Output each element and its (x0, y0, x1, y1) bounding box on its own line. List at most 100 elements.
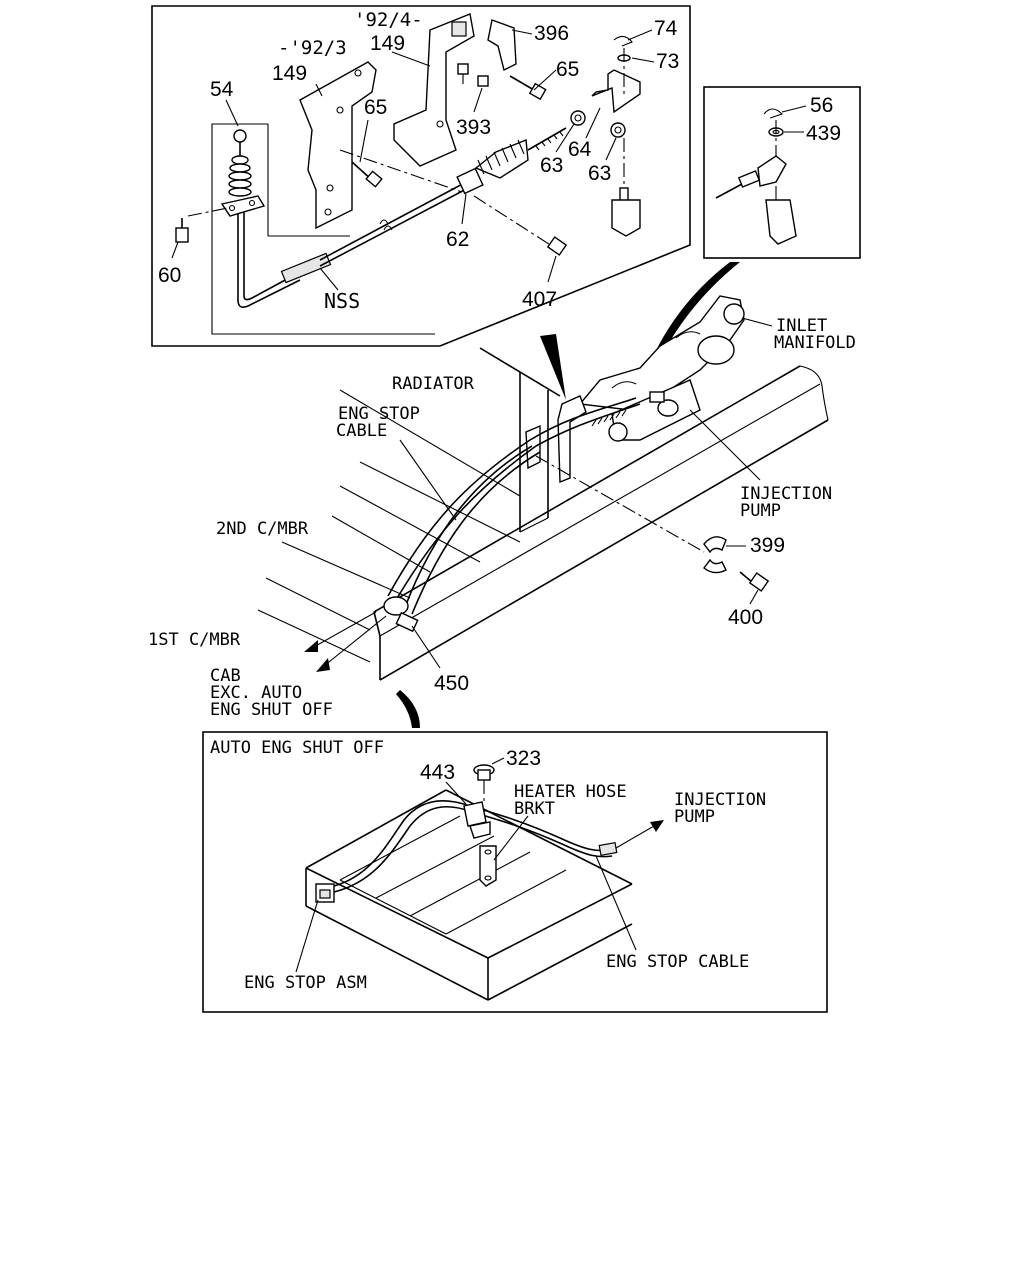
part-number-399: 399 (750, 534, 785, 557)
part-number-65: 65 (556, 58, 579, 81)
label-1st-cmbr: 1ST C/MBR (148, 630, 241, 650)
label-eng-stop-asm: ENG STOP ASM (244, 973, 367, 993)
frame-rail (373, 365, 829, 681)
lever-stub (765, 186, 797, 245)
label-eng-stop: ENG STOP (338, 404, 420, 424)
heater-hose-bracket (479, 845, 497, 887)
part-number-450: 450 (434, 672, 469, 695)
leader-line (399, 439, 457, 521)
part-number-54: 54 (210, 78, 234, 101)
leader-line (491, 757, 505, 765)
inlet-manifold (578, 295, 745, 411)
bracket-396 (487, 19, 517, 72)
part-number-439: 439 (806, 122, 841, 145)
clip-443 (463, 801, 491, 839)
auto-panel-border (202, 731, 828, 1013)
label-eng-stop-cable: ENG STOP CABLE (606, 952, 749, 972)
label-92-3: -'92/3 (278, 37, 347, 59)
pointer-arrow (396, 690, 420, 728)
part-number-62: 62 (446, 228, 469, 251)
label-pump: PUMP (674, 807, 715, 827)
bolt-65-b (509, 75, 547, 101)
label-cab: CAB (210, 666, 241, 686)
hole (326, 184, 334, 192)
top-detail-panel: '92/4- -'92/3 54 149 149 65 65 396 74 73… (151, 5, 691, 347)
hole (324, 208, 332, 216)
part-number-149: 149 (370, 32, 405, 55)
cable-line (319, 185, 473, 267)
leader-line (493, 815, 529, 861)
label-pump: PUMP (740, 501, 781, 521)
bolt-323 (473, 764, 495, 802)
leader-line (741, 317, 773, 327)
label-cable: CABLE (336, 421, 387, 441)
label-injection: INJECTION (740, 484, 832, 504)
cable-end (598, 841, 618, 857)
cable-line (319, 179, 471, 261)
cross-members (257, 389, 521, 663)
cable-assembly-54 (220, 129, 332, 308)
assembly-line (535, 455, 705, 553)
part-number-65: 65 (364, 96, 387, 119)
part-number-396: 396 (534, 22, 569, 45)
pin-74 (613, 35, 633, 47)
eng-stop-asm (315, 883, 335, 903)
top-panel-border (151, 5, 691, 347)
inner-frame (211, 123, 435, 335)
part-number-56: 56 (810, 94, 833, 117)
arrow-to-pump (615, 825, 655, 849)
part-number-60: 60 (158, 264, 181, 287)
label-manifold: MANIFOLD (774, 333, 856, 353)
part-number-63: 63 (588, 162, 611, 185)
to-cab-arrows (304, 611, 387, 672)
assembly-line (339, 149, 463, 193)
leader-line (445, 781, 467, 805)
leader-lines (171, 29, 655, 291)
part-number-74: 74 (654, 17, 678, 40)
label-inlet: INLET (776, 316, 827, 336)
bolt-60 (175, 207, 229, 243)
leader-line (781, 105, 807, 113)
label-radiator: RADIATOR (392, 374, 475, 394)
arrow-head (650, 820, 664, 832)
break-mark (379, 219, 393, 231)
auto-panel-title: AUTO ENG SHUT OFF (210, 738, 384, 758)
side-panel-border (703, 86, 861, 259)
part-number-73: 73 (656, 50, 679, 73)
part-number-323: 323 (506, 747, 541, 770)
label-exc-auto: EXC. AUTO (210, 683, 302, 703)
clip-399 (703, 536, 727, 574)
nut-63-b (610, 122, 626, 138)
label-brkt: BRKT (514, 799, 555, 819)
label-92-4: '92/4- (354, 9, 423, 31)
label-eng-shut-off: ENG SHUT OFF (210, 700, 333, 720)
nut-63-a (570, 110, 586, 126)
hole (436, 120, 444, 128)
bolt-65-a (351, 161, 383, 188)
side-detail-panel: 56 439 (703, 86, 861, 259)
auto-shutoff-panel: AUTO ENG SHUT OFF (202, 731, 828, 1013)
part-number-400: 400 (728, 606, 763, 629)
bolt-400 (739, 571, 770, 592)
leader-line (689, 409, 761, 481)
injection-pump (608, 379, 701, 442)
bolt-407 (473, 195, 568, 256)
part-number-393: 393 (456, 116, 491, 139)
label-2nd-cmbr: 2ND C/MBR (216, 519, 309, 539)
spring-assembly (456, 127, 567, 195)
eng-stop-cable (383, 397, 641, 633)
leader-line (411, 625, 441, 669)
hole (354, 69, 362, 77)
label-heater-hose: HEATER HOSE (514, 782, 627, 802)
pin-56 (763, 108, 784, 119)
cable-bracket (525, 395, 587, 484)
label-injection: INJECTION (674, 790, 766, 810)
part-number-64: 64 (568, 138, 592, 161)
cable-end (715, 155, 787, 199)
bracket-149-right (393, 13, 475, 167)
part-number-443: 443 (420, 761, 455, 784)
bracket-64 (591, 69, 641, 114)
bracket-window (451, 21, 467, 37)
bolt-393 (457, 63, 489, 87)
